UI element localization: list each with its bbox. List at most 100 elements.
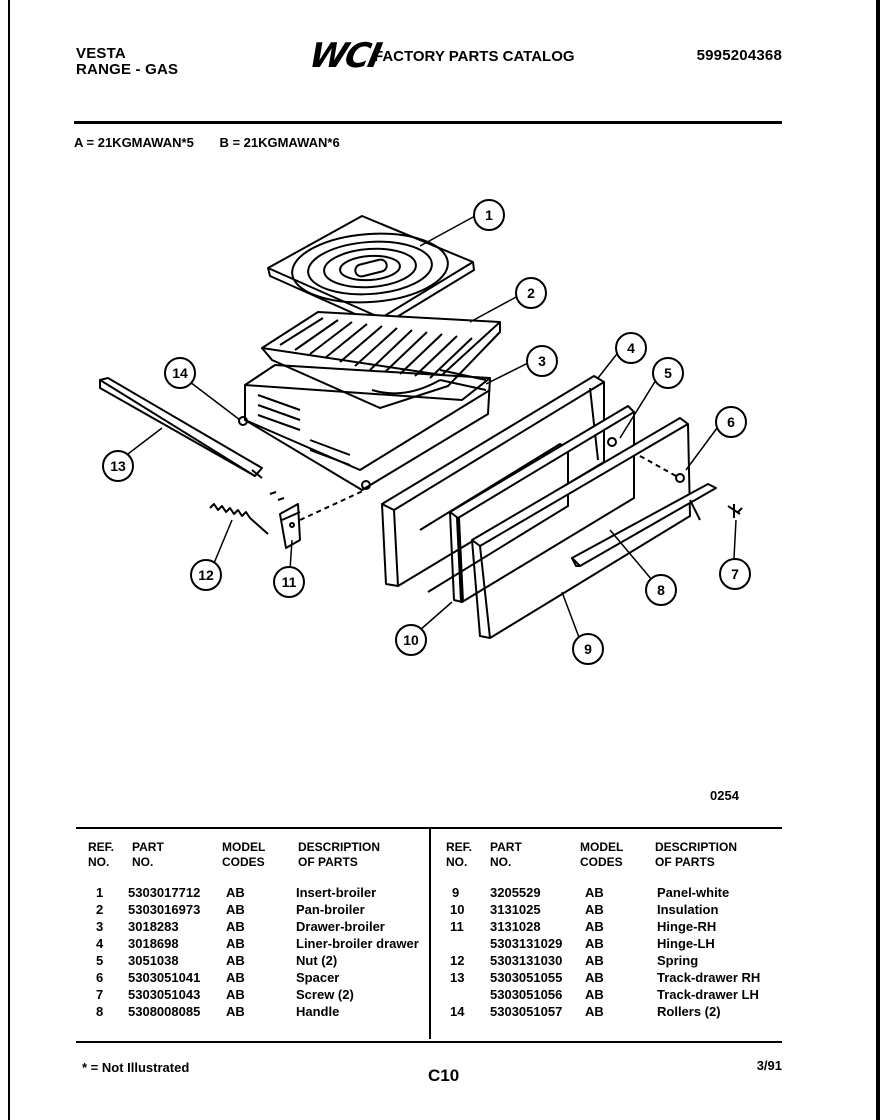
ref-no: 8 <box>96 1004 104 1019</box>
model-code: AB <box>585 953 604 968</box>
part-no: 3205529 <box>490 885 541 900</box>
model-code: AB <box>226 987 245 1002</box>
model-code: AB <box>585 936 604 951</box>
callout-6: 6 <box>727 414 735 430</box>
model-code: AB <box>585 987 604 1002</box>
callout-14: 14 <box>172 365 188 381</box>
callout-4: 4 <box>627 340 635 356</box>
callout-1: 1 <box>485 207 493 223</box>
model-code: AB <box>585 1004 604 1019</box>
header-rule <box>74 121 782 124</box>
track-drawer-part <box>99 377 263 479</box>
page-border-left <box>8 0 10 1120</box>
callout-3: 3 <box>538 353 546 369</box>
col-ref: REF.NO. <box>88 840 115 869</box>
ref-no: 2 <box>96 902 104 917</box>
ref-no: 4 <box>96 936 104 951</box>
model-b: B = 21KGMAWAN*6 <box>219 135 340 150</box>
brand-block: VESTA RANGE - GAS <box>76 46 178 78</box>
part-no: 3051038 <box>128 953 179 968</box>
model-code: AB <box>226 970 245 985</box>
callout-8: 8 <box>657 582 665 598</box>
callout-2: 2 <box>527 285 535 301</box>
panel-white-part <box>471 417 691 639</box>
spacer-part <box>675 473 685 483</box>
part-description: Drawer-broiler <box>296 919 385 934</box>
ref-no: 11 <box>450 919 464 934</box>
ref-no: 6 <box>96 970 104 985</box>
col-ref-right: REF.NO. <box>446 840 473 869</box>
part-description: Spring <box>657 953 699 968</box>
ref-no: 14 <box>450 1004 465 1019</box>
model-code: AB <box>226 902 245 917</box>
exploded-parts-diagram: 1 2 3 4 5 6 7 8 9 10 11 12 13 14 <box>99 199 751 665</box>
part-no: 5303051055 <box>490 970 563 985</box>
model-code: AB <box>585 970 604 985</box>
model-code: AB <box>585 902 604 917</box>
part-no: 5303016973 <box>128 902 201 917</box>
footnote-not-illustrated: * = Not Illustrated <box>82 1060 190 1075</box>
part-description: Insert-broiler <box>296 885 377 900</box>
part-description: Hinge-RH <box>657 919 717 934</box>
part-description: Pan-broiler <box>296 902 365 917</box>
model-code: AB <box>226 885 245 900</box>
brand-name: VESTA <box>76 45 126 62</box>
part-description: Nut (2) <box>296 953 338 968</box>
catalog-header: WCI FACTORY PARTS CATALOG <box>306 36 575 76</box>
part-no: 5308008085 <box>128 1004 201 1019</box>
ref-no: 9 <box>452 885 460 900</box>
part-no: 5303051056 <box>490 987 563 1002</box>
ref-no: 3 <box>96 919 104 934</box>
parts-table-divider <box>429 827 431 1039</box>
part-description: Screw (2) <box>296 987 354 1002</box>
model-code: AB <box>226 1004 245 1019</box>
insulation-part <box>449 405 635 603</box>
hinge-part <box>279 503 301 549</box>
page-border-right <box>876 0 880 1120</box>
product-type: RANGE - GAS <box>76 61 179 78</box>
catalog-number: 5995204368 <box>696 47 782 64</box>
catalog-title: FACTORY PARTS CATALOG <box>374 47 575 65</box>
page-number: C10 <box>428 1066 460 1085</box>
callout-5: 5 <box>664 365 672 381</box>
part-no: 5303051041 <box>128 970 201 985</box>
part-description: Rollers (2) <box>657 1004 721 1019</box>
part-no: 5303017712 <box>128 885 201 900</box>
part-no: 5303051043 <box>128 987 201 1002</box>
part-description: Track-drawer LH <box>657 987 759 1002</box>
part-description: Panel-white <box>657 885 730 900</box>
liner-broiler-drawer-part <box>381 375 605 593</box>
part-description: Handle <box>296 1004 340 1019</box>
ref-no: 5 <box>96 953 104 968</box>
model-a: A = 21KGMAWAN*5 <box>74 135 194 150</box>
ref-no: 7 <box>96 987 104 1002</box>
callout-12: 12 <box>198 567 214 583</box>
part-no: 3131028 <box>490 919 541 934</box>
part-no: 3018283 <box>128 919 179 934</box>
part-no: 3018698 <box>128 936 179 951</box>
part-description: Liner-broiler drawer <box>296 936 419 951</box>
part-description: Spacer <box>296 970 340 985</box>
model-code: AB <box>226 936 245 951</box>
part-description: Insulation <box>657 902 719 917</box>
insert-broiler-part <box>267 215 475 327</box>
revision-date: 3/91 <box>756 1058 782 1073</box>
screw-part <box>727 504 743 518</box>
part-no: 5303131029 <box>490 936 563 951</box>
model-code: AB <box>226 919 245 934</box>
part-description: Hinge-LH <box>657 936 715 951</box>
model-legend: A = 21KGMAWAN*5 B = 21KGMAWAN*6 <box>74 135 362 150</box>
handle-part <box>571 483 717 567</box>
model-code: AB <box>585 919 604 934</box>
part-description: Track-drawer RH <box>657 970 761 985</box>
part-no: 5303131030 <box>490 953 563 968</box>
part-no: 5303051057 <box>490 1004 563 1019</box>
callout-9: 9 <box>584 641 592 657</box>
ref-no: 1 <box>96 885 104 900</box>
callout-7: 7 <box>731 566 739 582</box>
